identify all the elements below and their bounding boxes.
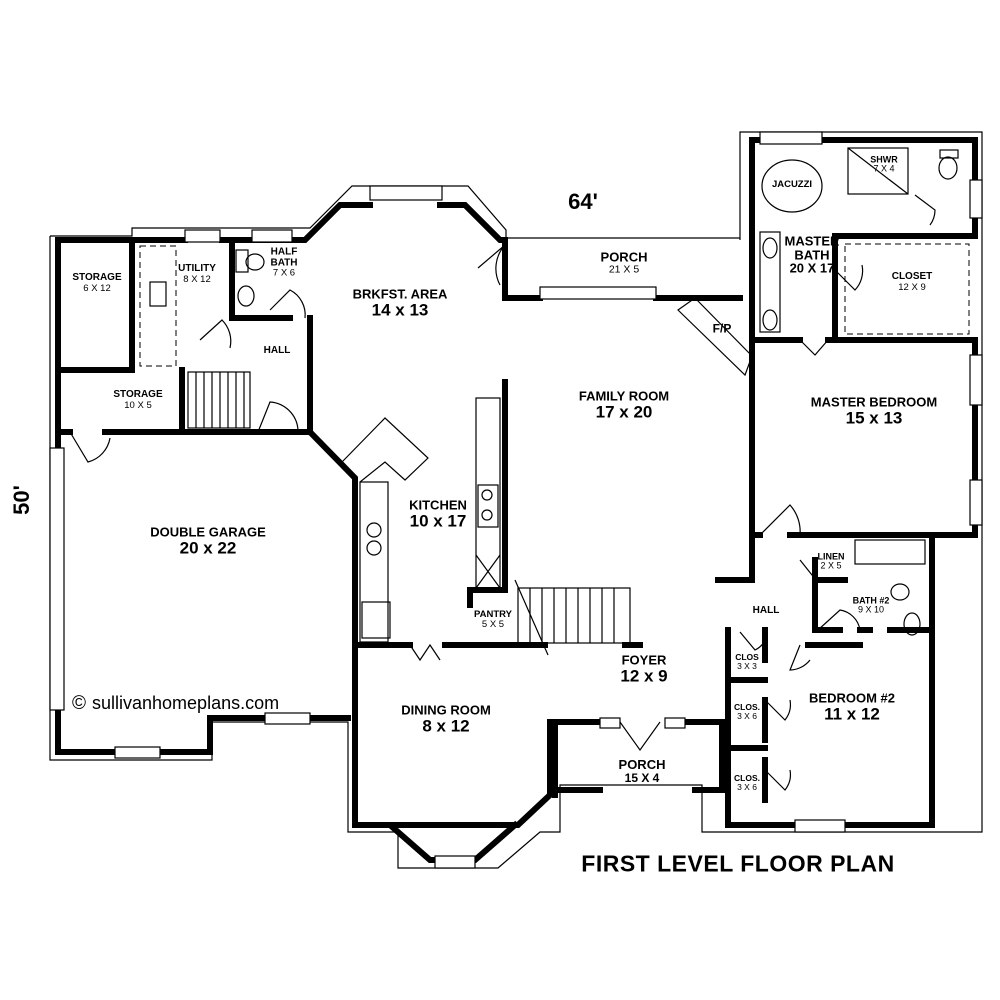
room-jacuzzi: JACUZZI <box>771 179 813 191</box>
fixtures <box>139 147 970 643</box>
room-hall-right: HALL <box>752 604 780 616</box>
copyright-text: sullivanhomeplans.com <box>92 693 280 713</box>
walls <box>55 137 978 863</box>
depth-dimension: 50' <box>9 485 34 515</box>
fireplace-label: F/P <box>712 321 732 336</box>
copyright-icon: © <box>72 693 86 714</box>
room-closet-b: CLOS.3 X 6 <box>734 702 760 721</box>
copyright-notice: © sullivanhomeplans.com <box>72 693 279 715</box>
plan-title: FIRST LEVEL FLOOR PLAN <box>581 850 895 877</box>
exterior-outline <box>49 131 983 869</box>
stairs <box>187 371 631 656</box>
doors <box>69 194 936 791</box>
width-dimension: 64' <box>568 189 598 214</box>
room-closet-c: CLOS.3 X 6 <box>734 773 760 792</box>
room-hall-left: HALL <box>263 344 291 356</box>
windows <box>49 131 983 869</box>
